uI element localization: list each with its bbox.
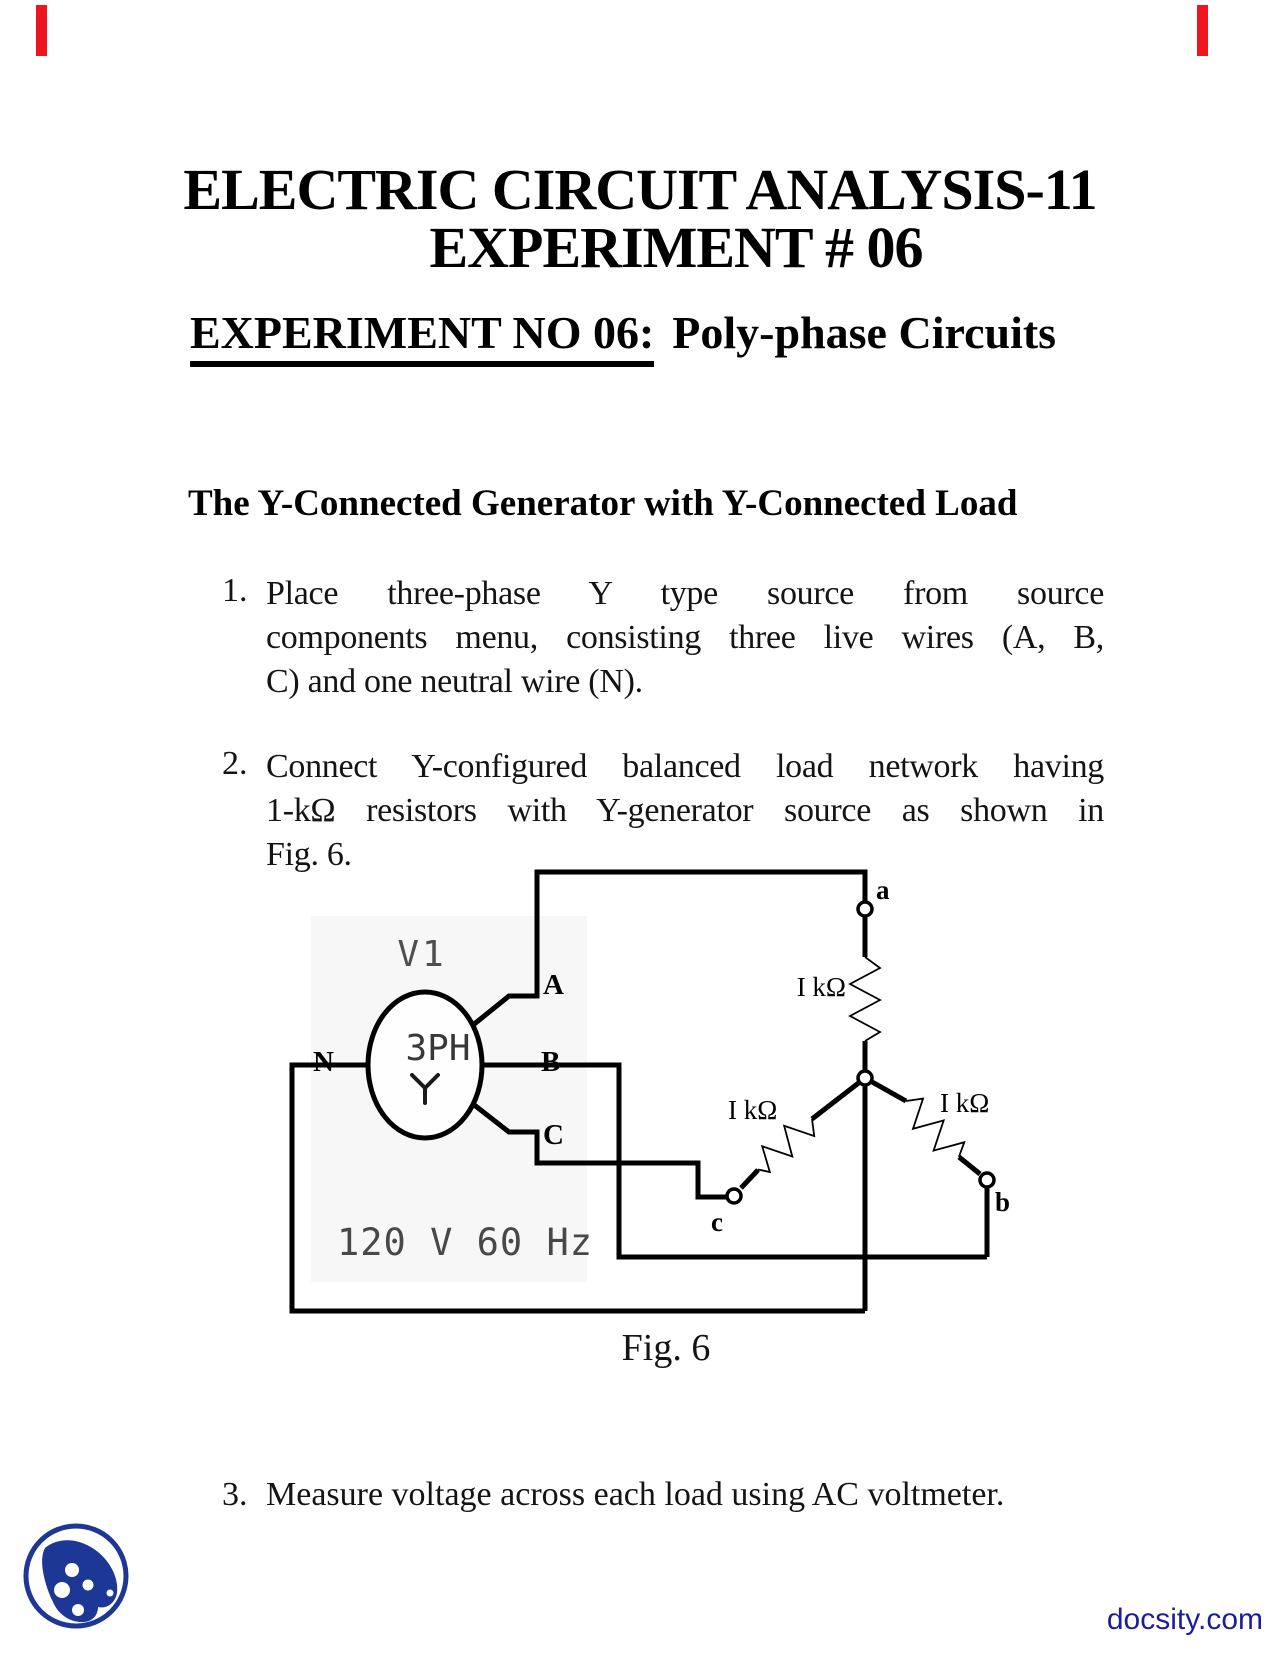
node-c-terminal — [725, 1187, 743, 1205]
list-item-2-line: 1-kΩ resistors with Y-generator source a… — [266, 792, 1104, 829]
list-item-2: Connect Y-configured balanced load netwo… — [266, 745, 1104, 877]
logo-dot — [54, 1582, 70, 1598]
docsity-logo — [23, 1523, 129, 1629]
red-mark-left — [36, 5, 47, 56]
resistor-b-zigzag — [905, 1097, 966, 1158]
node-b-terminal — [978, 1171, 996, 1189]
node-b-label: b — [995, 1187, 1010, 1217]
circuit-figure: V1 3PH 120 V 60 Hz A B C N a b c I kΩ I … — [289, 869, 1010, 1314]
page-title-line2: EXPERIMENT # 06 — [429, 215, 923, 280]
experiment-heading-underlined: EXPERIMENT NO 06: — [190, 307, 655, 367]
experiment-heading: EXPERIMENT NO 06: Poly-phase Circuits — [190, 306, 1057, 367]
resistor-b-value-label: I kΩ — [940, 1088, 989, 1118]
resistor-a-zigzag — [848, 956, 882, 1042]
list-item-2-line: Fig. 6. — [266, 836, 352, 873]
list-item-1: Place three-phase Y type source from sou… — [266, 572, 1104, 704]
terminal-B-label: B — [541, 1046, 560, 1078]
list-item-3: Measure voltage across each load using A… — [266, 1476, 1005, 1513]
experiment-heading-topic: Poly-phase Circuits — [672, 307, 1057, 358]
node-a-label: a — [876, 875, 890, 905]
docsity-link[interactable]: docsity.com — [1106, 1603, 1263, 1636]
terminal-N-label: N — [313, 1046, 334, 1078]
logo-dot — [65, 1563, 79, 1577]
logo-dot — [72, 1604, 84, 1616]
page-title-line1: ELECTRIC CIRCUIT ANALYSIS-11 — [183, 157, 1097, 222]
resistor-c-zigzag — [757, 1118, 816, 1174]
section-subheading: The Y-Connected Generator with Y-Connect… — [188, 483, 1018, 524]
red-mark-right — [1197, 5, 1208, 56]
terminal-C-label: C — [543, 1119, 564, 1151]
node-c-label: c — [711, 1207, 723, 1237]
resistor-a-value-label: I kΩ — [797, 972, 846, 1002]
wire-phase-c — [471, 1102, 727, 1200]
node-star-point — [856, 1069, 874, 1087]
resistor-c-leads — [739, 1076, 867, 1190]
node-a-terminal — [856, 900, 874, 918]
terminal-A-label: A — [543, 969, 564, 1001]
list-item-2-number: 2. — [222, 745, 248, 782]
list-item-1-line: C) and one neutral wire (N). — [266, 663, 643, 700]
list-item-2-line: Connect Y-configured balanced load netwo… — [266, 748, 1104, 785]
figure-caption: Fig. 6 — [621, 1327, 711, 1369]
wye-symbol-icon — [410, 1073, 440, 1105]
list-item-3-number: 3. — [222, 1476, 248, 1513]
wire-neutral-n — [289, 1062, 865, 1314]
logo-dot — [82, 1579, 94, 1591]
source-name-label: V1 — [397, 934, 446, 975]
resistor-c-value-label: I kΩ — [728, 1095, 777, 1125]
wire-phase-a — [471, 869, 868, 1027]
logo-dot — [106, 1589, 114, 1597]
list-item-1-line: Place three-phase Y type source from sou… — [266, 575, 1104, 612]
docsity-logo-blob — [42, 1540, 118, 1623]
list-item-1-number: 1. — [222, 572, 248, 609]
list-item-1-line: components menu, consisting three live w… — [266, 619, 1104, 656]
source-type-label: 3PH — [405, 1028, 470, 1069]
source-rating-label: 120 V 60 Hz — [337, 1221, 593, 1264]
